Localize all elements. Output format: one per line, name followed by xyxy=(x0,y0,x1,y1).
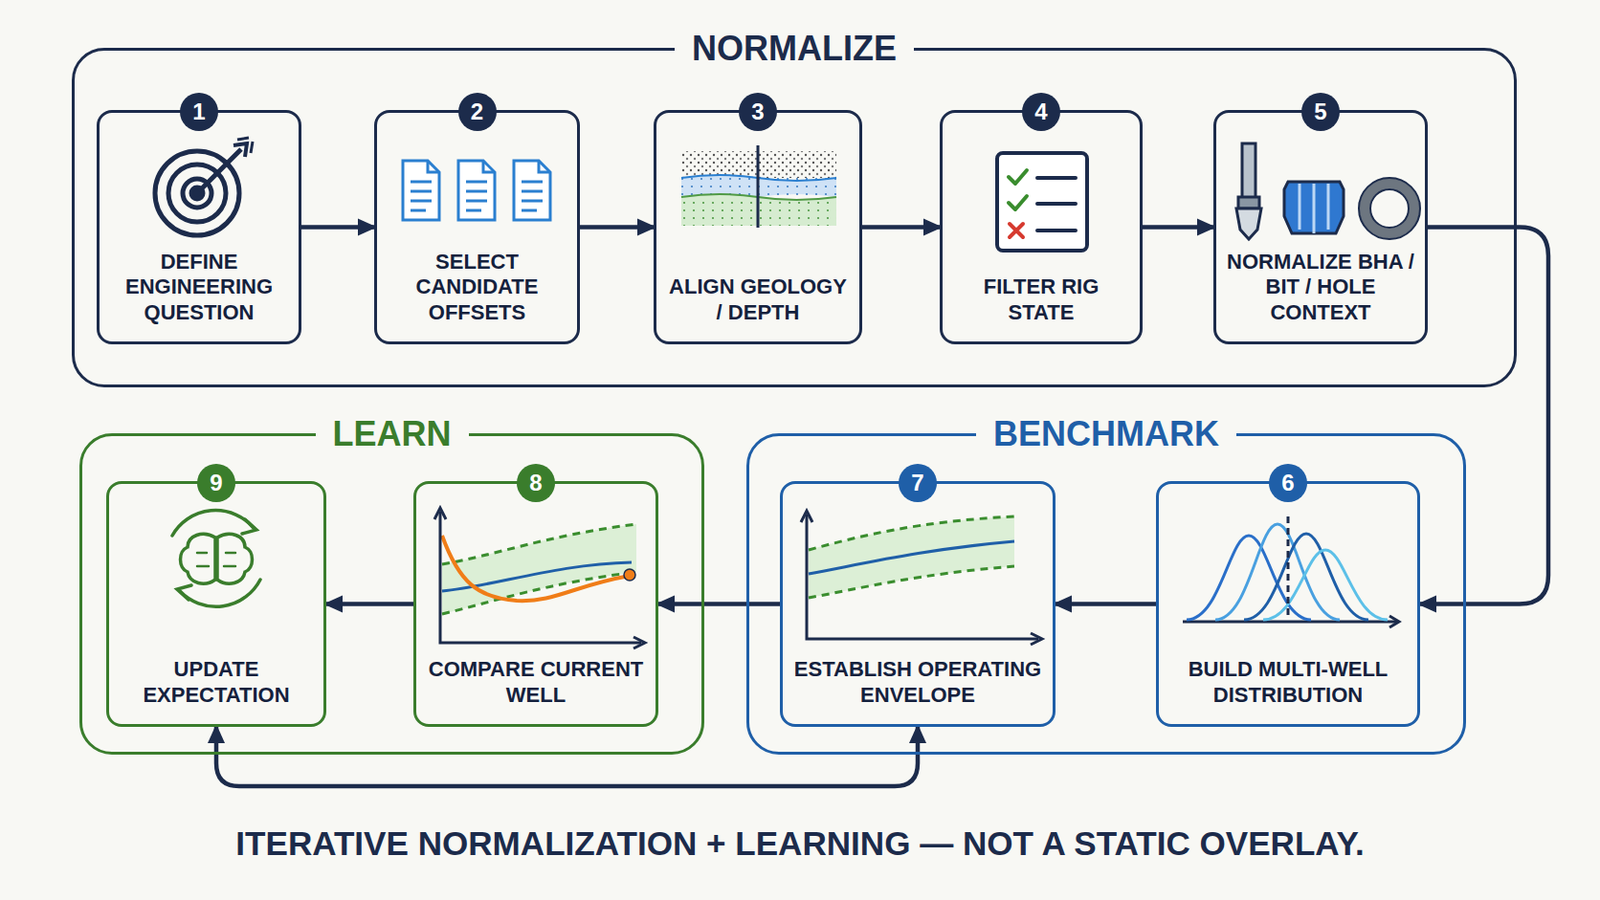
step-number: 3 xyxy=(738,92,778,132)
step-number: 6 xyxy=(1268,464,1308,503)
step-label: NORMALIZE BHA / BIT / HOLE CONTEXT xyxy=(1225,249,1416,327)
step-number: 8 xyxy=(516,464,556,503)
step-label: BUILD MULTI-WELL DISTRIBUTION xyxy=(1168,657,1408,710)
step-number: 5 xyxy=(1301,92,1340,132)
documents-icon xyxy=(402,160,551,221)
step-label: DEFINE ENGINEERING QUESTION xyxy=(109,249,289,327)
flow-arrow xyxy=(216,727,918,787)
step-number: 2 xyxy=(458,92,497,132)
target-icon xyxy=(155,137,253,236)
step-label: FILTER RIG STATE xyxy=(952,274,1131,327)
flow-arrow xyxy=(579,224,654,230)
group-panel: LEARN9UPDATE EXPECTATION8COMPARE CURRENT… xyxy=(79,433,705,756)
brain-cycle-icon xyxy=(172,511,261,608)
step-box: 6BUILD MULTI-WELL DISTRIBUTION xyxy=(1155,481,1421,728)
step-box: 3ALIGN GEOLOGY / DEPTH xyxy=(653,110,863,345)
step-label: ESTABLISH OPERATING ENVELOPE xyxy=(792,657,1044,710)
step-label: COMPARE CURRENT WELL xyxy=(425,657,646,710)
flow-arrow xyxy=(301,224,375,230)
flow-arrow xyxy=(1142,224,1214,230)
flow-arrow xyxy=(1420,227,1549,605)
flow-arrow xyxy=(1055,601,1156,607)
flow-arrow xyxy=(862,224,940,230)
step-box: 1DEFINE ENGINEERING QUESTION xyxy=(96,110,302,345)
caption: ITERATIVE NORMALIZATION + LEARNING — NOT… xyxy=(0,822,1600,866)
checklist-icon xyxy=(997,153,1088,251)
step-box: 9UPDATE EXPECTATION xyxy=(106,481,327,728)
step-label: UPDATE EXPECTATION xyxy=(118,657,314,710)
group-panel: BENCHMARK7ESTABLISH OPERATING ENVELOPE6B… xyxy=(746,433,1467,756)
step-box: 4FILTER RIG STATE xyxy=(939,110,1143,345)
step-box: 5NORMALIZE BHA / BIT / HOLE CONTEXT xyxy=(1213,110,1428,345)
group-title: BENCHMARK xyxy=(976,414,1237,455)
group-title: NORMALIZE xyxy=(674,28,914,69)
step-label: SELECT CANDIDATE OFFSETS xyxy=(386,249,568,327)
compare-chart-icon xyxy=(434,508,645,649)
flow-arrow xyxy=(658,601,780,607)
step-number: 9 xyxy=(197,464,236,503)
step-number: 4 xyxy=(1022,92,1061,132)
step-box: 7ESTABLISH OPERATING ENVELOPE xyxy=(779,481,1056,728)
envelope-chart-icon xyxy=(800,511,1043,645)
step-box: 2SELECT CANDIDATE OFFSETS xyxy=(374,110,580,345)
step-number: 1 xyxy=(179,92,219,132)
step-label: ALIGN GEOLOGY / DEPTH xyxy=(666,274,850,327)
geology-icon xyxy=(681,145,837,228)
step-box: 8COMPARE CURRENT WELL xyxy=(413,481,659,728)
group-panel: NORMALIZE1DEFINE ENGINEERING QUESTION2SE… xyxy=(71,47,1517,388)
flow-arrow xyxy=(326,601,414,607)
group-title: LEARN xyxy=(315,414,469,455)
bha-bit-icon xyxy=(1236,143,1421,240)
distribution-icon xyxy=(1182,516,1400,628)
step-number: 7 xyxy=(898,464,937,503)
